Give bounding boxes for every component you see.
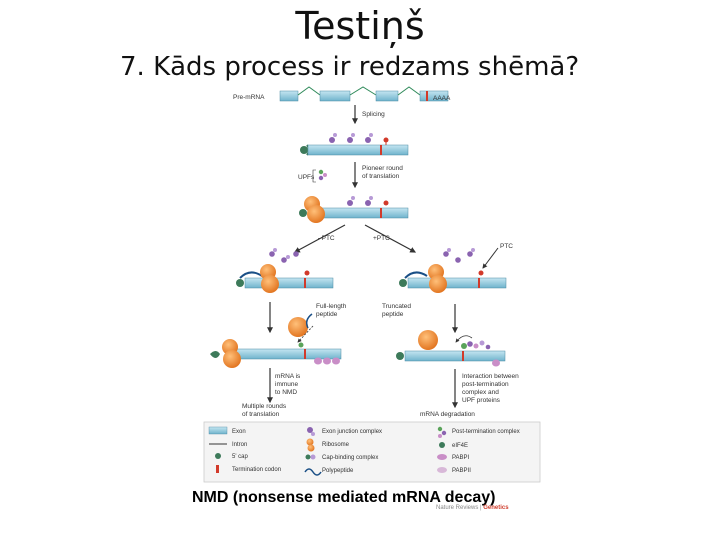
label-inter-4: UPF proteins (462, 397, 501, 404)
label-ptc: PTC (500, 243, 513, 250)
ribosome-icon (306, 438, 315, 452)
label-immune-2: immune (275, 381, 299, 388)
label-aaaa: AAAA (433, 95, 451, 102)
label-inter-3: complex and (462, 389, 499, 396)
upf-proteins (312, 169, 327, 183)
spliced-mrna (300, 133, 409, 156)
legend-label-polypeptide: Polypeptide (322, 468, 354, 474)
credit-section: Genetics (483, 505, 509, 511)
label-degradation: mRNA degradation (420, 411, 475, 418)
full-length-peptide (305, 313, 313, 329)
slide-question: 7. Kāds process ir redzams shēmā? (120, 52, 580, 82)
label-pre-mrna: Pre-mRNA (233, 94, 265, 101)
legend: Exon Intron 5' cap Termination codon Exo… (203, 421, 541, 483)
legend-label-ptc-complex: Post-termination complex (452, 429, 520, 435)
label-inter-1: Interaction between (462, 373, 519, 380)
legend-label-pabpii: PABPII (452, 468, 471, 474)
label-multi-1: Multiple rounds (242, 403, 287, 410)
label-minus-ptc: –PTC (318, 235, 335, 242)
polypeptide-icon (304, 468, 322, 476)
slide-title: Testiņš (295, 4, 425, 48)
legend-label-intron: Intron (232, 442, 247, 448)
left-branch-mrna (236, 248, 334, 293)
legend-label-cap: 5' cap (232, 454, 248, 460)
eif4e-icon (439, 442, 445, 448)
credit-journal: Nature Reviews (436, 505, 479, 511)
label-upfs: UPFs (298, 174, 315, 181)
pre-mrna (279, 86, 449, 102)
image-credit: Nature Reviews | Genetics (436, 505, 509, 511)
pioneer-mrna (299, 196, 409, 223)
cap-binding-complex-icon (305, 454, 316, 460)
cap-icon (215, 453, 221, 459)
left-translated-mrna (210, 339, 342, 368)
ejc-icon (307, 427, 315, 436)
label-pioneer-1: Pioneer round (362, 165, 403, 172)
termination-codon-icon (216, 465, 219, 473)
legend-label-cbc: Cap-binding complex (322, 455, 378, 461)
label-inter-2: post-termination (462, 381, 509, 388)
legend-label-ejc: Exon junction complex (322, 429, 382, 435)
legend-label-termination: Termination codon (232, 467, 281, 473)
diagram-caption: NMD (nonsense mediated mRNA decay) (192, 489, 496, 506)
label-trunc-1: Truncated (382, 303, 411, 310)
legend-label-ribosome: Ribosome (322, 442, 350, 448)
pabpi-icon (437, 454, 447, 460)
label-full-1: Full-length (316, 303, 347, 310)
label-trunc-2: peptide (382, 311, 404, 318)
ribosome-released-right (418, 330, 438, 350)
right-degrading-mrna (396, 340, 506, 367)
nmd-diagram: Pre-mRNA AAAA Splicing Pioneer round of … (203, 86, 541, 483)
pabpii-icon (437, 467, 447, 473)
legend-label-eif4e: eIF4E (452, 443, 468, 449)
label-splicing: Splicing (362, 111, 385, 118)
right-branch-mrna (399, 248, 507, 293)
post-termination-complex-icon (437, 426, 447, 438)
legend-label-exon: Exon (232, 429, 246, 435)
label-multi-2: of translation (242, 411, 280, 418)
exon-icon (208, 426, 228, 435)
label-immune-1: mRNA is (275, 373, 301, 380)
label-plus-ptc: +PTC (373, 235, 390, 242)
label-full-2: peptide (316, 311, 338, 318)
label-pioneer-2: of translation (362, 173, 400, 180)
legend-label-pabpi: PABPI (452, 455, 470, 461)
label-immune-3: to NMD (275, 389, 297, 396)
ribosome-released-left (288, 317, 308, 337)
